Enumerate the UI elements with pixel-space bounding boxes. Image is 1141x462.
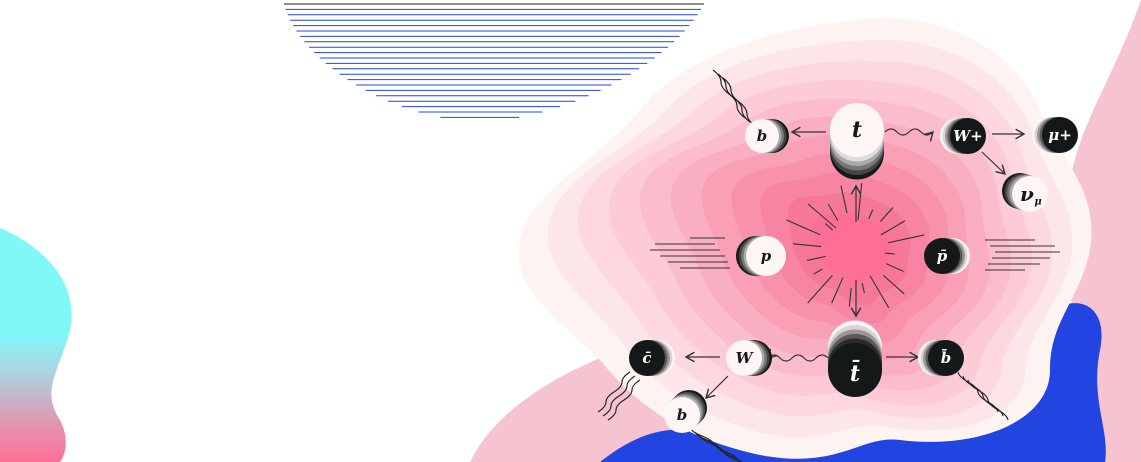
burst-ray [840,185,848,213]
particle-body [830,103,884,157]
particle-body [726,340,762,376]
burst-ray [885,263,904,272]
particle-label: ν [1020,182,1034,206]
particle-body [664,397,700,433]
particle-t-bar: t̄ [828,320,882,397]
burst-ray [813,268,823,275]
particle-body [924,238,960,274]
gluon-squiggle [597,371,641,421]
particle-p: p [736,236,786,276]
particle-b-bar: b̄ [918,340,964,376]
burst-ray [831,277,844,304]
particle-body [746,236,786,276]
particle-body [928,340,964,376]
particle-body [745,119,779,153]
left-gradient-shape [0,228,72,462]
particle-label: μ+ [1048,126,1072,144]
particle-b-top: b [745,119,789,153]
particle-mu-plus: μ+ [1032,117,1078,153]
particle-w-plus: W+ [940,118,986,154]
particle-w: W [726,340,772,376]
gluon-squiggle [689,427,743,462]
burst-ray [827,203,839,221]
gluon-squiggle [712,69,756,127]
burst-ray [807,255,826,261]
burst-ray [879,207,894,223]
particle-c-bar: c̄ [629,340,675,376]
burst-ray [884,252,895,255]
particle-p-bar: p̄ [924,238,970,274]
particle-label: W [736,349,755,367]
burst-ray [824,222,833,231]
particle-body [828,343,882,397]
burst-ray [869,275,890,309]
particle-b-bottom: b [664,390,707,433]
burst-ray [868,209,874,220]
energy-blob [518,18,1092,459]
particle-label: b [677,406,688,424]
decay-arrows [684,126,1026,400]
particle-subscript: μ [1034,197,1041,208]
burst-ray [882,274,905,295]
collision-burst [786,183,925,309]
burst-ray [786,219,821,236]
gluon-lines [597,69,1009,462]
burst-ray [793,243,822,248]
particle-label: c̄ [642,349,651,367]
motion-lines [650,237,1060,271]
particle-body [1012,176,1048,212]
particle-body [1042,117,1078,153]
burst-ray [888,234,925,244]
particle-label: p̄ [937,247,948,265]
particle-label: b [757,127,768,145]
particle-label: t̄ [850,359,860,387]
particle-label: W+ [953,127,982,145]
burst-ray [880,220,906,236]
burst-ray [807,203,837,229]
particle-label: p [761,247,772,265]
blob-layer [813,212,891,286]
particle-body [950,118,986,154]
gluon-squiggle [957,371,1009,421]
burst-ray [848,287,852,307]
particle-t: t [830,103,884,180]
particle-label: t [852,117,862,143]
particle-label: b̄ [941,348,952,367]
top-stripes [284,3,704,118]
burst-ray [807,275,833,304]
burst-ray [861,283,865,294]
particle-body [629,340,665,376]
